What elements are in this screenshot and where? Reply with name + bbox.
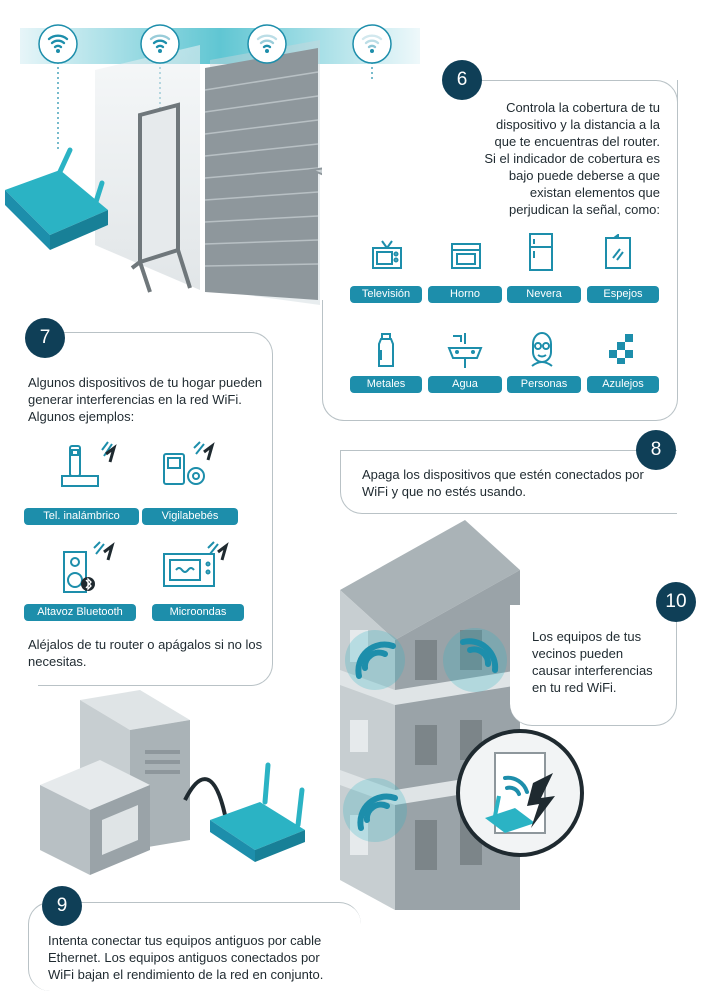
label-metales: Metales bbox=[350, 376, 422, 393]
step-10-text: Los equipos de tus vecinos pueden causar… bbox=[532, 629, 653, 695]
label-vigilabebes: Vigilabebés bbox=[142, 508, 238, 525]
step-10-number: 10 bbox=[656, 582, 696, 622]
step-7-footer: Aléjalos de tu router o apágalos si no l… bbox=[28, 637, 263, 669]
label-altavoz-bluetooth: Altavoz Bluetooth bbox=[24, 604, 136, 621]
label-nevera: Nevera bbox=[507, 286, 581, 303]
mirror-icon bbox=[602, 234, 636, 272]
wifi-icon bbox=[247, 24, 287, 64]
step-7-text: Algunos dispositivos de tu hogar pueden … bbox=[28, 375, 263, 424]
step-8-text: Apaga los dispositivos que estén conecta… bbox=[362, 467, 644, 499]
wifi-icon bbox=[140, 24, 180, 64]
microwave-icon bbox=[162, 540, 232, 590]
step-6-border-left bbox=[322, 300, 363, 421]
label-horno: Horno bbox=[428, 286, 502, 303]
step-9-number: 9 bbox=[42, 886, 82, 926]
label-television: Televisión bbox=[350, 286, 422, 303]
label-agua: Agua bbox=[428, 376, 502, 393]
metal-bottle-icon bbox=[371, 332, 401, 370]
label-microondas: Microondas bbox=[152, 604, 244, 621]
step-8-number: 8 bbox=[636, 430, 676, 470]
wifi-icon bbox=[352, 24, 392, 64]
step-6-number: 6 bbox=[442, 60, 482, 100]
step-10-panel bbox=[510, 605, 677, 726]
sink-icon bbox=[447, 330, 483, 370]
step-9-text: Intenta conectar tus equipos antiguos po… bbox=[48, 933, 324, 982]
step-7-number: 7 bbox=[25, 318, 65, 358]
tiles-icon bbox=[605, 332, 637, 366]
oven-icon bbox=[449, 238, 483, 272]
label-espejos: Espejos bbox=[587, 286, 659, 303]
tv-icon bbox=[370, 238, 404, 272]
step-8-panel bbox=[340, 450, 677, 514]
step-6-text: Controla la cobertura de tu dispositivo … bbox=[484, 100, 660, 217]
cordless-phone-icon bbox=[58, 440, 118, 490]
bluetooth-speaker-icon bbox=[60, 540, 120, 596]
label-personas: Personas bbox=[507, 376, 581, 393]
label-azulejos: Azulejos bbox=[587, 376, 659, 393]
step-6-border-top bbox=[470, 80, 678, 111]
wifi-icon bbox=[38, 24, 78, 64]
fridge-icon bbox=[525, 232, 559, 272]
person-icon bbox=[526, 330, 558, 368]
pc-router-illustration bbox=[40, 690, 340, 900]
baby-monitor-icon bbox=[160, 440, 220, 490]
label-tel-inalambrico: Tel. inalámbrico bbox=[24, 508, 139, 525]
step-9-panel bbox=[28, 902, 361, 991]
interference-zoom-icon bbox=[455, 728, 585, 858]
